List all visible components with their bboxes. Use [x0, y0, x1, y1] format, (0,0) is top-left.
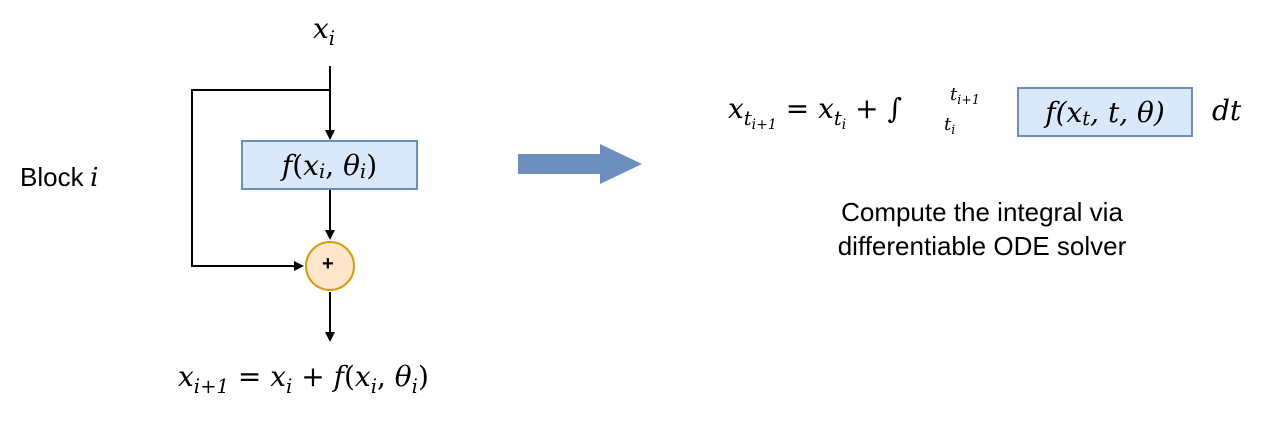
caption-line-2: differentiable ODE solver — [837, 231, 1127, 261]
skip-connection-line — [191, 89, 330, 271]
out-comma: , — [376, 360, 386, 393]
integral-lower-limit: ti — [944, 114, 956, 138]
input-label: xi — [313, 12, 335, 50]
out-x: x — [270, 360, 287, 393]
fn-close: ) — [366, 148, 378, 182]
lower-sub: i — [951, 122, 956, 138]
ode-eq: = — [785, 92, 810, 125]
out-plus: + — [301, 360, 325, 393]
lower-t: t — [944, 114, 952, 135]
out-eq: = — [237, 360, 262, 393]
integrand-text: f(x — [1045, 95, 1083, 129]
caption-line-1: Compute the integral via — [841, 197, 1123, 227]
out-lhs: x — [178, 360, 194, 393]
differential-dt: dt — [1212, 94, 1242, 127]
out-close: ) — [417, 360, 429, 393]
input-sub: i — [328, 26, 336, 50]
out-theta: θ — [394, 360, 412, 393]
integral-upper-limit: ti+1 — [950, 84, 980, 108]
fn-open: ( — [292, 148, 304, 182]
out-theta-sub: i — [411, 374, 418, 398]
fn-theta: θ — [343, 148, 360, 182]
out-f: f — [333, 360, 344, 393]
fn-x-sub: i — [318, 160, 326, 184]
ode-x: x — [818, 92, 834, 125]
ode-integral: ∫ — [887, 92, 903, 125]
out-arg-x-sub: i — [370, 374, 377, 398]
ode-x-subsub: i — [841, 117, 847, 134]
output-equation: xi+1 = xi + f(xi, θi) — [178, 360, 429, 398]
ode-lhs: x — [728, 92, 744, 125]
block-label: Block i — [20, 162, 98, 193]
block-label-text: Block — [20, 162, 84, 192]
out-open: ( — [343, 360, 355, 393]
ode-lhs-sub: t — [743, 106, 752, 130]
integrand-sub: t — [1082, 107, 1091, 131]
fn-theta-sub: i — [359, 160, 367, 184]
ode-plus: + — [855, 92, 879, 125]
fn-f: f — [281, 148, 293, 182]
fn-comma: , — [325, 148, 335, 182]
sum-plus: + — [322, 253, 334, 275]
transition-arrow — [518, 144, 642, 184]
upper-t: t — [950, 84, 958, 105]
fn-x: x — [303, 148, 319, 182]
ode-caption: Compute the integral via differentiable … — [800, 195, 1164, 263]
out-arg-x: x — [354, 360, 371, 393]
out-lhs-sub: i+1 — [193, 374, 229, 398]
ode-equation-lhs: xti+1 = xti + ∫ — [728, 92, 903, 133]
ode-x-sub: t — [833, 106, 842, 130]
ode-lhs-subsub: i+1 — [751, 117, 777, 134]
input-var: x — [313, 12, 329, 45]
out-x-sub: i — [286, 374, 293, 398]
upper-sub: i+1 — [957, 92, 980, 108]
integrand-rest: , t, θ) — [1090, 95, 1165, 129]
sum-node — [305, 241, 355, 291]
block-label-var: i — [90, 163, 99, 193]
